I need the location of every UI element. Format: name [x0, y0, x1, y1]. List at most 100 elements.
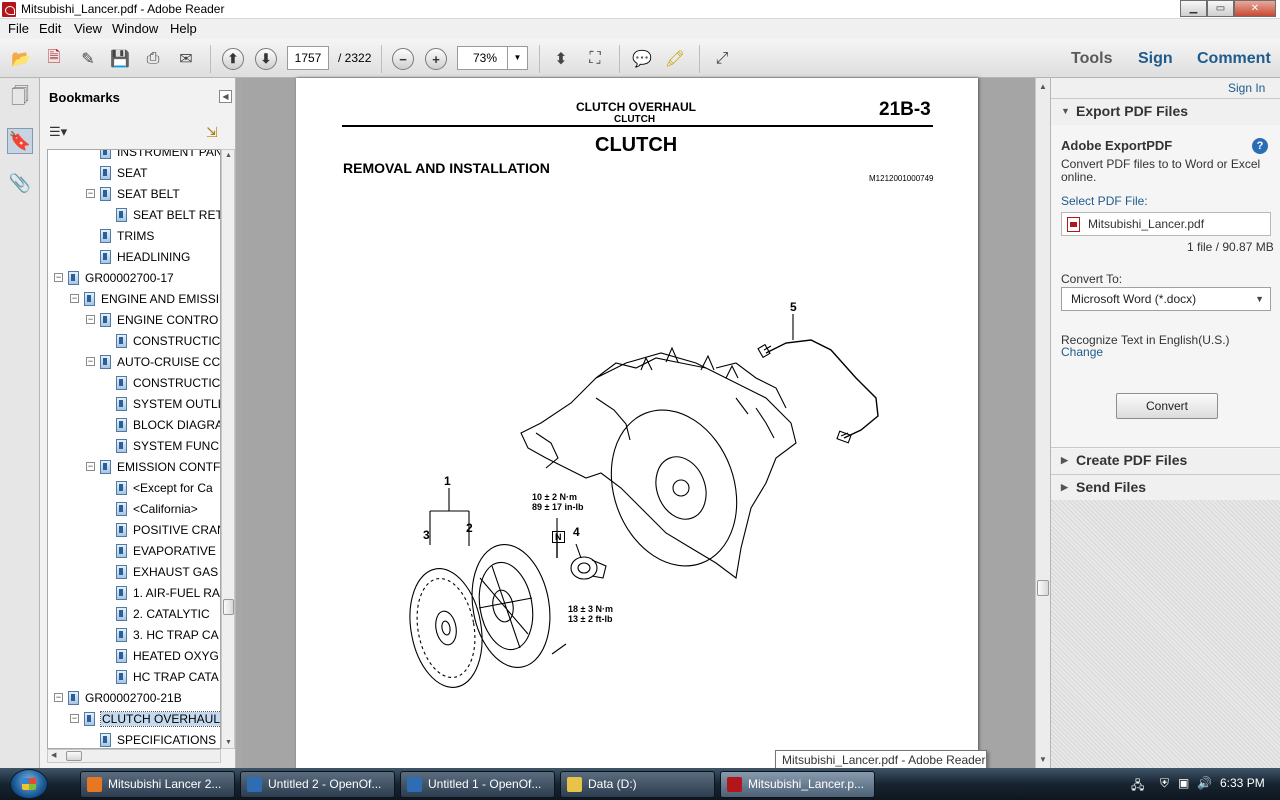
tray-display-icon[interactable]: ▣ — [1178, 776, 1190, 790]
bookmark-horizontal-scrollbar[interactable]: ◀ — [47, 749, 221, 763]
next-page-button[interactable]: ⬇ — [255, 48, 277, 70]
change-language-link[interactable]: Change — [1061, 345, 1104, 359]
attachments-icon[interactable]: 📎 — [8, 172, 32, 193]
expand-bookmark-icon[interactable]: ⇲ — [206, 124, 218, 140]
bookmark-item[interactable]: −ENGINE AND EMISSI — [70, 288, 219, 309]
previous-page-button[interactable]: ⬆ — [222, 48, 244, 70]
save-icon[interactable]: 💾 — [110, 51, 130, 68]
scroll-left-arrow-icon[interactable]: ◀ — [51, 752, 57, 759]
export-pdf-section-header[interactable]: ▼ Export PDF Files — [1051, 98, 1280, 124]
bookmark-options-icon[interactable]: ☰▾ — [49, 124, 68, 139]
fit-page-icon[interactable]: ⛶ — [589, 50, 601, 67]
taskbar-button-openoffice-1[interactable]: Untitled 1 - OpenOf... — [400, 771, 555, 798]
bookmark-item[interactable]: −EMISSION CONTF — [86, 456, 220, 477]
zoom-in-button[interactable]: + — [425, 48, 447, 70]
collapse-toggle-icon[interactable]: − — [70, 293, 79, 303]
collapse-toggle-icon[interactable]: − — [54, 272, 63, 282]
highlight-icon[interactable]: 🖍 — [664, 51, 686, 68]
tray-network-icon[interactable]: 🖧 — [1131, 778, 1145, 792]
tray-volume-icon[interactable]: 🔊 — [1197, 776, 1212, 790]
minimize-button[interactable]: ▁ — [1180, 0, 1207, 17]
collapse-toggle-icon[interactable]: − — [86, 188, 95, 198]
bookmark-item[interactable]: −ENGINE CONTRO — [86, 309, 218, 330]
create-pdf-section-header[interactable]: ▶ Create PDF Files — [1051, 447, 1280, 473]
bookmark-vertical-scrollbar[interactable]: ▲ ▼ — [221, 149, 235, 749]
sign-in-link[interactable]: Sign In — [1228, 81, 1266, 95]
tools-link[interactable]: Tools — [1071, 50, 1113, 67]
bookmark-item[interactable]: HC TRAP CATA — [116, 666, 219, 687]
collapse-panel-button[interactable]: ◀ — [219, 90, 232, 103]
collapse-toggle-icon[interactable]: − — [86, 461, 95, 471]
bookmark-item[interactable]: INSTRUMENT PAN — [100, 150, 220, 162]
bookmark-scroll-thumb[interactable] — [223, 599, 234, 615]
zoom-out-button[interactable]: − — [392, 48, 414, 70]
bookmark-item[interactable]: −GR00002700-21B — [54, 687, 182, 708]
scroll-up-arrow-icon[interactable]: ▲ — [225, 152, 232, 159]
pane-splitter[interactable] — [236, 78, 242, 768]
bookmark-item[interactable]: CONSTRUCTIC — [116, 330, 220, 351]
document-vertical-scrollbar[interactable]: ▲ ▼ — [1035, 78, 1050, 768]
open-file-icon[interactable]: 📂 — [11, 51, 31, 68]
edit-pdf-icon[interactable]: ✎ — [81, 51, 95, 68]
bookmark-item[interactable]: SEAT — [100, 162, 147, 183]
bookmark-item[interactable]: −CLUTCH OVERHAUL — [70, 708, 220, 729]
bookmark-item[interactable]: −AUTO-CRUISE CC — [86, 351, 220, 372]
scroll-down-arrow-icon[interactable]: ▼ — [225, 739, 232, 746]
convert-to-select[interactable]: Microsoft Word (*.docx) ▼ — [1061, 287, 1271, 311]
selected-file-field[interactable]: Mitsubishi_Lancer.pdf — [1061, 212, 1271, 236]
taskbar-button-explorer[interactable]: Data (D:) — [560, 771, 715, 798]
bookmark-item[interactable]: −GR00002700-17 — [54, 267, 174, 288]
bookmark-item[interactable]: <California> — [116, 498, 198, 519]
taskbar-button-openoffice-2[interactable]: Untitled 2 - OpenOf... — [240, 771, 395, 798]
convert-button[interactable]: Convert — [1116, 393, 1218, 419]
menu-edit[interactable]: Edit — [39, 21, 62, 36]
collapse-toggle-icon[interactable]: − — [70, 713, 79, 723]
bookmark-item[interactable]: POSITIVE CRAN — [116, 519, 220, 540]
taskbar-button-firefox[interactable]: Mitsubishi Lancer 2... — [80, 771, 235, 798]
bookmark-item[interactable]: SYSTEM FUNC — [116, 435, 219, 456]
taskbar-button-adobe-reader[interactable]: Mitsubishi_Lancer.p... — [720, 771, 875, 798]
collapse-toggle-icon[interactable]: − — [54, 692, 63, 702]
bookmark-item[interactable]: <Except for Ca — [116, 477, 213, 498]
doc-scroll-up-arrow-icon[interactable]: ▲ — [1039, 82, 1047, 91]
tray-security-icon[interactable]: ⛨ — [1160, 776, 1170, 790]
zoom-dropdown-button[interactable]: ▼ — [507, 46, 528, 70]
bookmark-item[interactable]: 1. AIR-FUEL RA — [116, 582, 220, 603]
help-icon[interactable]: ? — [1252, 138, 1268, 154]
menu-window[interactable]: Window — [112, 21, 159, 36]
page-number-input[interactable]: 1757 — [287, 46, 329, 70]
bookmarks-icon[interactable]: 🔖 — [7, 128, 33, 154]
collapse-toggle-icon[interactable]: − — [86, 314, 95, 324]
zoom-input[interactable]: 73% — [457, 46, 513, 70]
maximize-button[interactable]: ▭ — [1207, 0, 1234, 17]
bookmark-item[interactable]: 3. HC TRAP CA — [116, 624, 219, 645]
menu-help[interactable]: Help — [170, 21, 197, 36]
bookmark-item[interactable]: BLOCK DIAGRA — [116, 414, 220, 435]
menu-view[interactable]: View — [74, 21, 102, 36]
fit-width-icon[interactable]: ⬍ — [554, 51, 568, 68]
clock[interactable]: 6:33 PM — [1220, 776, 1265, 790]
full-screen-icon[interactable]: ⤢ — [715, 50, 729, 67]
sign-link[interactable]: Sign — [1138, 50, 1173, 67]
bookmark-item[interactable]: TRIMS — [100, 225, 154, 246]
start-button[interactable] — [10, 769, 48, 799]
send-files-section-header[interactable]: ▶ Send Files — [1051, 474, 1280, 500]
close-button[interactable]: ✕ — [1234, 0, 1276, 17]
bookmark-hscroll-thumb[interactable] — [66, 751, 82, 761]
menu-file[interactable]: File — [8, 21, 29, 36]
bookmark-item[interactable]: HEATED OXYG — [116, 645, 219, 666]
bookmark-item[interactable]: CONSTRUCTIC — [116, 372, 220, 393]
bookmark-item[interactable]: SEAT BELT RET — [116, 204, 220, 225]
comment-link[interactable]: Comment — [1197, 50, 1271, 67]
bookmark-item[interactable]: −SEAT BELT — [86, 183, 180, 204]
sticky-note-icon[interactable]: 💬 — [632, 51, 652, 68]
email-icon[interactable]: ✉ — [179, 51, 193, 68]
bookmark-item[interactable]: 2. CATALYTIC — [116, 603, 210, 624]
bookmark-item[interactable]: SYSTEM OUTLI — [116, 393, 220, 414]
print-icon[interactable]: ⎙ — [146, 50, 160, 67]
document-scroll-thumb[interactable] — [1037, 580, 1049, 596]
bookmark-item[interactable]: HEADLINING — [100, 246, 190, 267]
create-pdf-icon[interactable]: 🗎 — [47, 48, 61, 66]
bookmark-item[interactable]: EXHAUST GAS — [116, 561, 218, 582]
collapse-toggle-icon[interactable]: − — [86, 356, 95, 366]
